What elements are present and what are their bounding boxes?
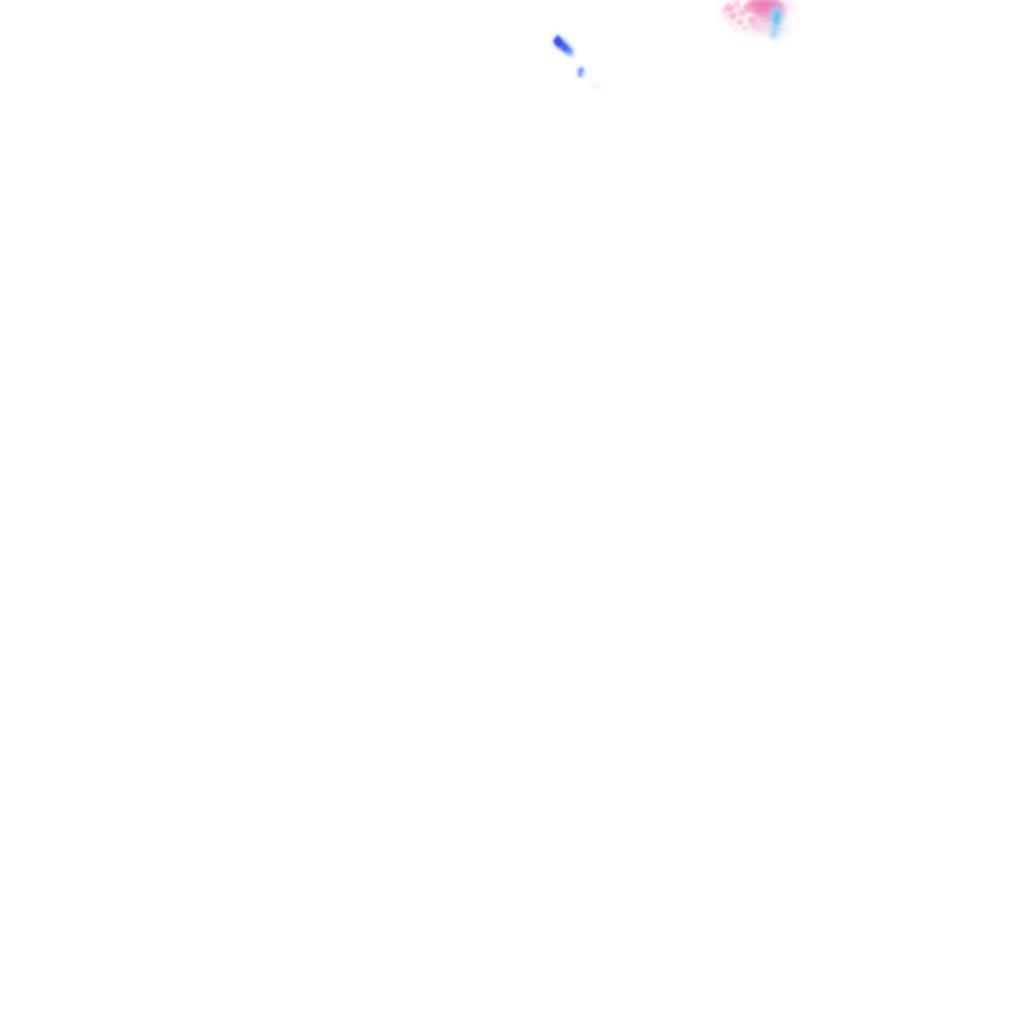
blue-blot-satellite-shape xyxy=(578,68,584,77)
cyan-streak-halo xyxy=(766,4,786,40)
blue-blot-main-mid xyxy=(553,35,573,55)
blue-blot-main-shape xyxy=(552,33,575,56)
blue-blot-wisp-shape xyxy=(590,83,603,89)
pink-blot-right-wisp xyxy=(779,0,794,37)
blue-blot-main-core xyxy=(554,36,569,51)
cyan-streak-shape xyxy=(770,7,783,39)
pink-blot-lower-lobe xyxy=(749,16,777,36)
pink-blot-halo xyxy=(718,0,793,36)
blue-blot-satellite-halo xyxy=(576,66,586,78)
blue-blot-tail xyxy=(565,50,576,57)
pink-blot-speckle-field xyxy=(721,0,757,33)
pink-blot-core-dense xyxy=(750,0,782,17)
pink-blot-core-shape xyxy=(747,0,786,22)
cyan-streak-highlight xyxy=(774,12,780,26)
